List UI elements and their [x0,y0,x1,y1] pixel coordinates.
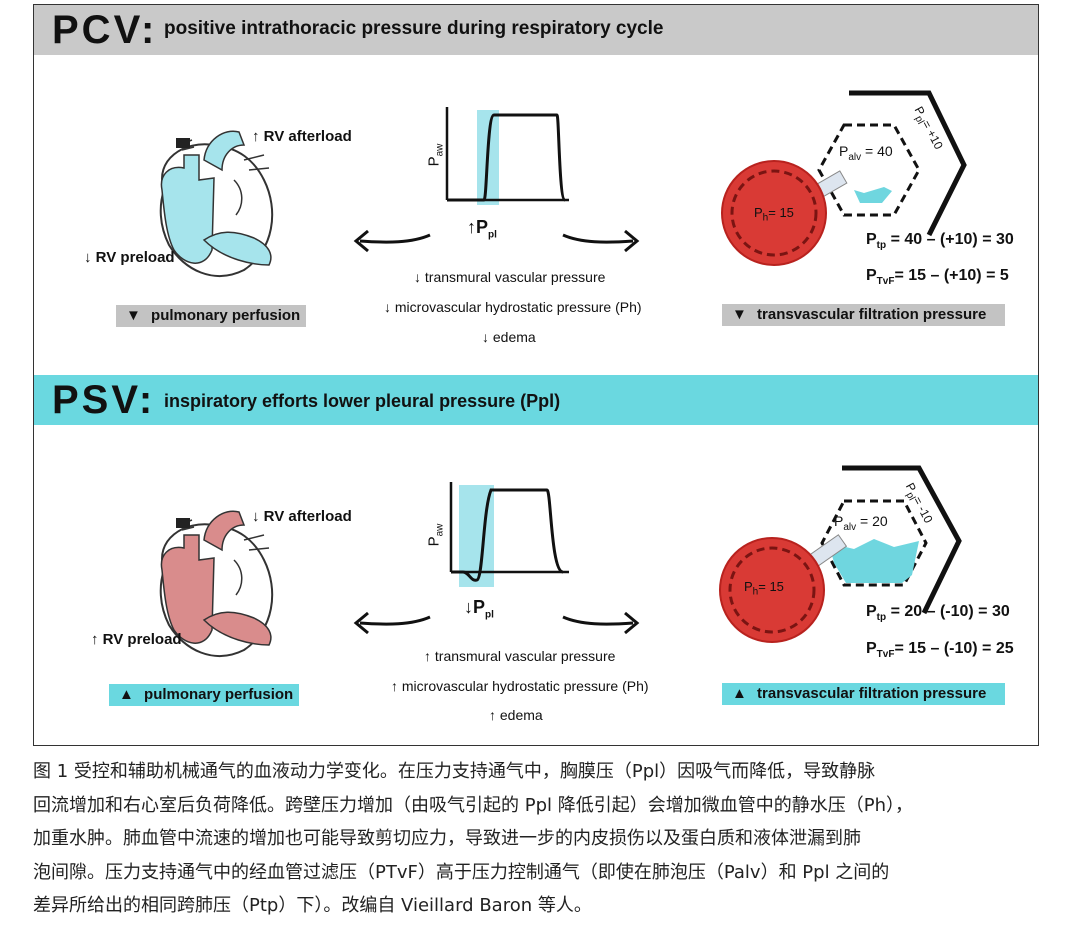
caption-line: 差异所给出的相同跨肺压（Ptp）下）。改编自 Vieillard Baron 等… [33,895,592,916]
pcv-ptp-equation: Ptp = 40 – (+10) = 30 [866,231,1014,252]
pcv-header-bar: PCV: positive intrathoracic pressure dur… [34,5,1038,55]
up-arrow-icon: ▲ [119,686,134,703]
pcv-paw-axis-label: Paw [425,143,446,167]
psv-alveolus-diagram [719,465,962,643]
psv-effect-3: ↑ edema [489,707,543,723]
psv-mode-label: PSV: [52,378,156,422]
psv-ptvf-equation: PTvF= 15 – (-10) = 25 [866,640,1014,661]
caption-line: 回流增加和右心室后负荷降低。跨壁压力增加（由吸气引起的 Ppl 降低引起）会增加… [33,794,913,816]
pcv-heart-illustration [159,130,274,277]
psv-left-arrow-icon [353,611,431,635]
pcv-effect-3: ↓ edema [482,329,536,345]
psv-rv-preload: ↑ RV preload [91,631,182,648]
psv-paw-waveform [449,482,569,587]
psv-rv-afterload: ↓ RV afterload [252,508,352,525]
figure-panel: PCV: positive intrathoracic pressure dur… [33,4,1039,746]
psv-filtration-label: transvascular filtration pressure [757,685,987,702]
caption-line: 加重水肿。肺血管中流速的增加也可能导致剪切应力，导致进一步的内皮损伤以及蛋白质和… [33,828,861,849]
pcv-ptvf-equation: PTvF= 15 – (+10) = 5 [866,267,1009,288]
pcv-ppl-label: ↑Ppl [467,217,497,241]
psv-heart-illustration [159,510,274,657]
psv-effect-2: ↑ microvascular hydrostatic pressure (Ph… [391,678,649,694]
psv-palv-label: Palv = 20 [834,513,888,533]
down-arrow-icon: ▼ [732,306,747,323]
pcv-rv-afterload: ↑ RV afterload [252,128,352,145]
up-arrow-icon: ▲ [732,685,747,702]
psv-filtration-pressure: ▲ transvascular filtration pressure [722,683,1005,705]
pcv-effect-1: ↓ transmural vascular pressure [414,269,606,285]
psv-ppl-label: ↓Ppl [464,597,494,621]
figure-caption: 图 1 受控和辅助机械通气的血液动力学变化。在压力支持通气中，胸膜压（Ppl）因… [33,755,1043,923]
pcv-filtration-label: transvascular filtration pressure [757,306,987,323]
pcv-rv-preload: ↓ RV preload [84,249,175,266]
psv-paw-axis-label: Paw [425,523,446,547]
pcv-right-arrow-icon [562,229,640,253]
pcv-perfusion-label: pulmonary perfusion [151,307,301,324]
down-arrow-icon: ▼ [126,307,141,324]
psv-ph-label: Ph= 15 [744,579,784,598]
caption-line: 泡间隙。压力支持通气中的经血管过滤压（PTvF）高于压力控制通气（即使在肺泡压（… [33,861,890,883]
pcv-ph-label: Ph= 15 [754,205,794,224]
psv-perfusion-label: pulmonary perfusion [144,686,294,703]
psv-title: inspiratory efforts lower pleural pressu… [164,391,561,411]
caption-line: 图 1 受控和辅助机械通气的血液动力学变化。在压力支持通气中，胸膜压（Ppl）因… [33,761,876,782]
psv-effect-1: ↑ transmural vascular pressure [424,648,616,664]
pcv-pulmonary-perfusion: ▼ pulmonary perfusion [116,305,306,327]
psv-pulmonary-perfusion: ▲ pulmonary perfusion [109,684,299,706]
pcv-filtration-pressure: ▼ transvascular filtration pressure [722,304,1005,326]
pcv-title: positive intrathoracic pressure during r… [164,18,664,39]
pcv-effect-2: ↓ microvascular hydrostatic pressure (Ph… [384,299,642,315]
pcv-alveolus-diagram [721,90,967,266]
psv-header-bar: PSV: inspiratory efforts lower pleural p… [34,375,1038,425]
pcv-left-arrow-icon [353,229,431,253]
pcv-mode-label: PCV: [52,8,158,52]
pcv-paw-waveform [445,107,569,205]
psv-ptp-equation: Ptp = 20 – (-10) = 30 [866,603,1010,624]
psv-right-arrow-icon [562,611,640,635]
pcv-palv-label: Palv = 40 [839,143,893,163]
